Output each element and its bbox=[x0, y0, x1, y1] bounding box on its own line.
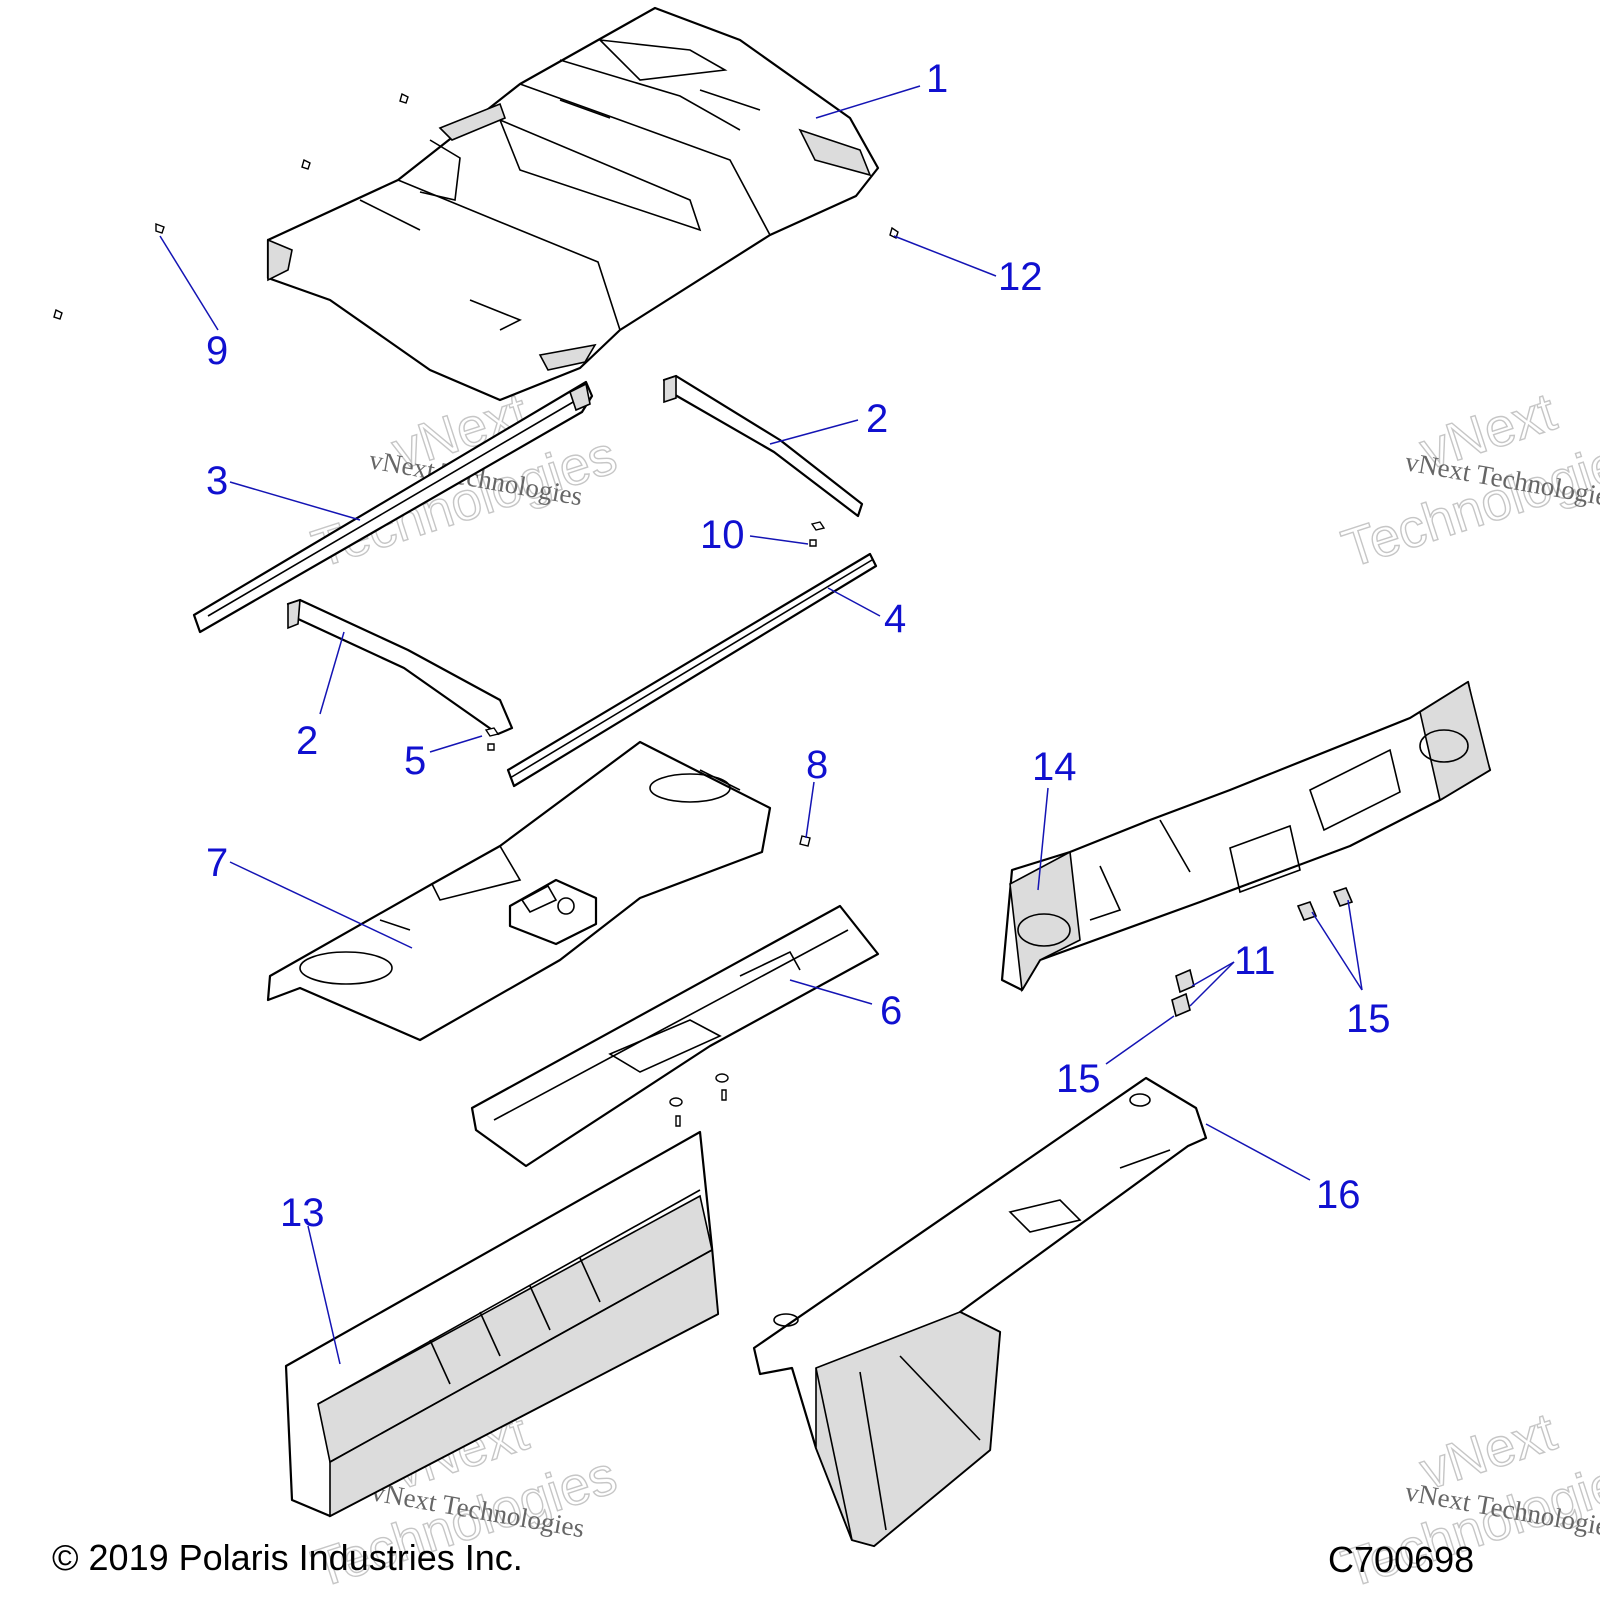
callout-9: 9 bbox=[206, 329, 228, 373]
roof-part bbox=[266, 6, 880, 402]
callout-3: 3 bbox=[206, 459, 228, 503]
copyright-text: © 2019 Polaris Industries Inc. bbox=[52, 1537, 523, 1578]
callout-10: 10 bbox=[700, 513, 745, 557]
callout-13: 13 bbox=[280, 1191, 325, 1235]
callout-6: 6 bbox=[880, 989, 902, 1033]
dash-part-14 bbox=[1000, 680, 1492, 993]
callout-15-right: 15 bbox=[1346, 997, 1391, 1041]
callout-14: 14 bbox=[1032, 745, 1077, 789]
callout-1: 1 bbox=[926, 57, 948, 101]
callout-5: 5 bbox=[404, 739, 426, 783]
callout-4: 4 bbox=[884, 597, 906, 641]
callout-2-lower: 2 bbox=[296, 719, 318, 763]
callout-labels: 1 2 2 3 4 5 6 7 8 9 10 11 12 13 14 15 15… bbox=[206, 57, 1391, 1235]
bow-part-2-lower bbox=[286, 598, 514, 736]
bow-part-2-upper bbox=[662, 374, 864, 518]
callout-11: 11 bbox=[1234, 939, 1276, 983]
fastener-group-9-12 bbox=[53, 92, 899, 320]
callout-12: 12 bbox=[998, 255, 1043, 299]
callout-8: 8 bbox=[806, 743, 828, 787]
clip-group-11-15 bbox=[1171, 887, 1354, 1018]
callout-16: 16 bbox=[1316, 1173, 1361, 1217]
side-panel-part-13 bbox=[284, 1130, 720, 1518]
panel-part-7 bbox=[266, 740, 772, 1042]
callout-15-left: 15 bbox=[1056, 1057, 1101, 1101]
callout-7: 7 bbox=[206, 841, 228, 885]
leader-lines bbox=[159, 85, 1363, 1365]
panel-part-6 bbox=[470, 904, 880, 1168]
bar-part-4 bbox=[506, 552, 878, 788]
fastener-group-panel-6 bbox=[669, 1073, 729, 1127]
callout-2-upper: 2 bbox=[866, 397, 888, 441]
fastener-group-5-10-8 bbox=[484, 521, 826, 847]
rail-part-3 bbox=[192, 380, 594, 634]
tray-part-16 bbox=[752, 1076, 1208, 1548]
diagram-code: C700698 bbox=[1328, 1539, 1474, 1580]
